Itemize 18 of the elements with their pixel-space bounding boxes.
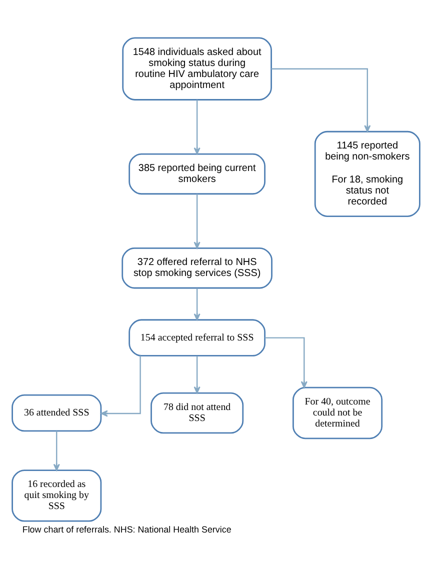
node-box: 78 did not attend SSS <box>150 392 244 434</box>
node-box: 385 reported being current smokers <box>128 153 266 195</box>
node-box: 1145 reported being non-smokers For 18, smoking status not recorded <box>314 130 420 217</box>
node-box: 1548 individuals asked about smoking status during routine HIV ambulatory care appointment <box>122 37 272 100</box>
arrow <box>194 356 200 394</box>
arrow <box>194 288 200 320</box>
arrow <box>194 194 200 249</box>
node-box: 36 attended SSS <box>12 394 102 432</box>
caption: Flow chart of referrals. NHS: National Health Service <box>22 524 232 534</box>
node-box: 154 accepted referral to SSS <box>128 319 266 356</box>
node-box: 372 offered referral to NHS stop smoking services (SSS) <box>122 247 272 289</box>
node-box: 16 recorded as quit smoking by SSS <box>12 470 102 522</box>
arrow <box>264 337 308 388</box>
arrow <box>100 356 141 417</box>
node-box: For 40, outcome could not be determined <box>292 386 383 440</box>
arrow <box>194 100 200 154</box>
arrow <box>53 430 60 471</box>
arrow <box>271 68 371 132</box>
